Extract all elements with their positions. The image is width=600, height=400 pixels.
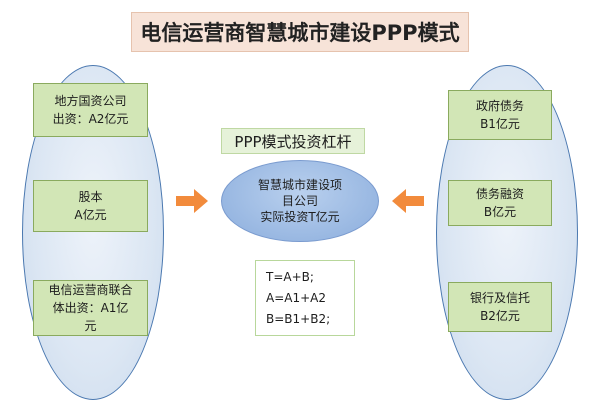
box-label-cont: 元 [84,319,97,333]
government-debt-box: 政府债务 B1亿元 [448,90,552,140]
box-value: B2亿元 [480,309,520,323]
box-label-cont: 体出资：A1亿 [52,301,129,315]
box-value: 出资：A2亿元 [52,112,129,126]
box-label: 股本 [78,190,103,204]
leverage-title: PPP模式投资杠杆 [221,128,365,154]
box-label: 银行及信托 [469,291,530,305]
project-company-ellipse: 智慧城市建设项 目公司 实际投资T亿元 [221,160,379,242]
box-label: 电信运营商联合 [48,283,133,297]
local-state-capital-box: 地方国资公司 出资：A2亿元 [33,83,148,137]
box-label: 地方国资公司 [54,94,127,108]
box-label: 债务融资 [475,187,524,201]
box-value: B亿元 [483,205,517,219]
actual-investment-label: 实际投资T亿元 [260,210,340,224]
box-value: B1亿元 [480,117,520,131]
equity-box: 股本 A亿元 [33,180,148,232]
debt-financing-box: 债务融资 B亿元 [448,180,552,226]
formula-line: A=A1+A2 [266,290,327,305]
formula-line: T=A+B; [266,269,314,284]
arrow-left-icon [392,189,424,213]
project-company-label: 智慧城市建设项 [257,178,342,192]
formula-line: B=B1+B2; [266,311,331,326]
operator-consortium-box: 电信运营商联合 体出资：A1亿 元 [33,280,148,336]
box-label: 政府债务 [475,99,524,113]
arrow-right-icon [176,189,208,213]
diagram-title: 电信运营商智慧城市建设PPP模式 [131,12,469,52]
bank-trust-box: 银行及信托 B2亿元 [448,282,552,332]
project-company-label-cont: 目公司 [281,194,318,208]
box-value: A亿元 [74,208,107,222]
formula-box: T=A+B; A=A1+A2 B=B1+B2; [255,260,355,336]
